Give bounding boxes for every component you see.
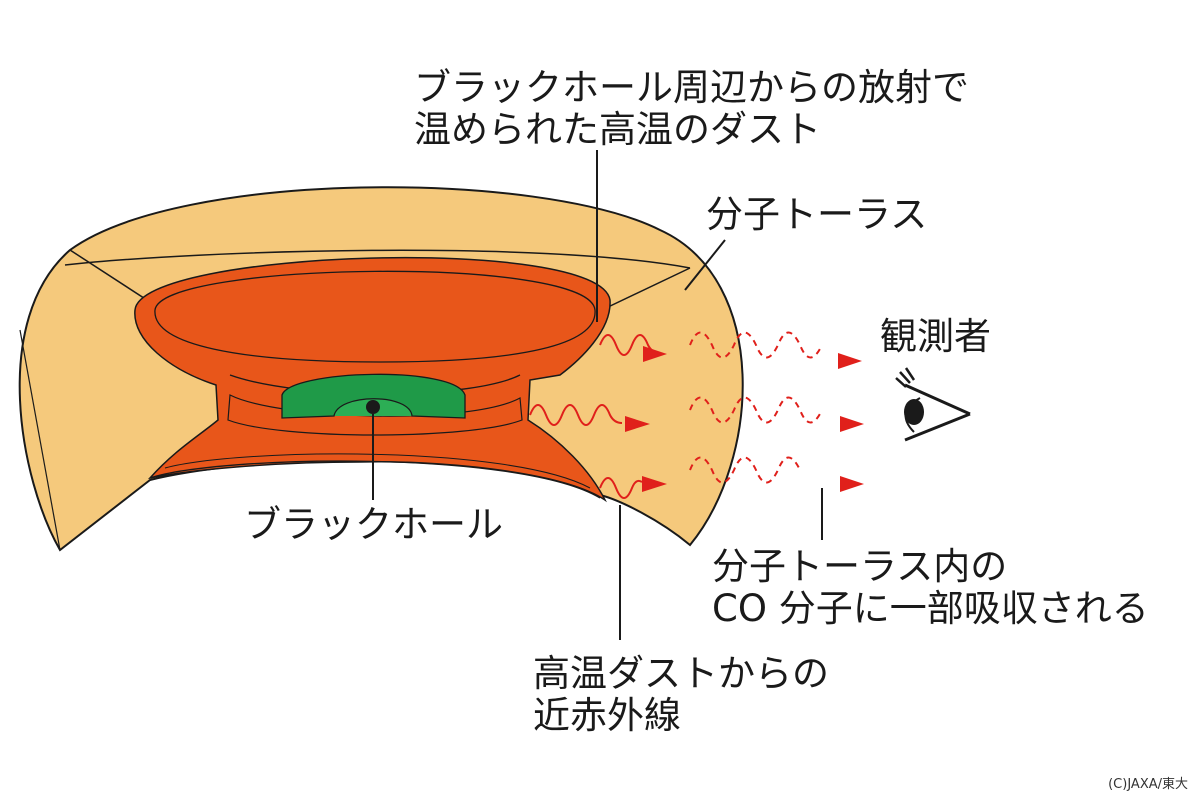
black-hole [366,400,380,414]
absorbed-wave-top [689,331,823,359]
absorbed-wave-middle [689,396,823,424]
nir-label-line1: 高温ダストからの [533,652,829,695]
hot-dust-lower-band [149,460,601,499]
nir-wave-middle [529,404,623,426]
absorbed-label-line2: CO 分子に一部吸収される [712,587,1149,630]
nir-arrow-top [643,346,667,362]
torus-leader-line [684,239,726,291]
black-hole-label: ブラックホール [244,503,503,546]
hot-dust-label-line1: ブラックホール周辺からの放射で [414,66,969,109]
nir-arrow-middle [625,416,650,432]
hot-dust-upper-ellipse [154,270,596,363]
hot-dust-lower-band-inner [164,453,591,489]
copyright-credit: (C)JAXA/東大 [1108,777,1188,792]
nir-arrow-bottom [642,476,667,492]
torus-seam-bottom-left [19,329,61,551]
nir-wave-bottom [599,477,643,499]
nir-label-line2: 近赤外線 [533,694,681,737]
torus-rim-line [64,249,691,269]
eye-icon [895,367,971,442]
absorbed-label-line1: 分子トーラス内の [712,545,1008,588]
absorbed-arrow-top [838,353,862,369]
molecular-torus-label: 分子トーラス [706,193,928,236]
absorbed-arrow-bottom [840,476,864,492]
observer-label: 観測者 [880,315,991,358]
hot-dust-label-line2: 温められた高温のダスト [414,108,821,151]
absorbed-arrow-middle [840,416,864,432]
